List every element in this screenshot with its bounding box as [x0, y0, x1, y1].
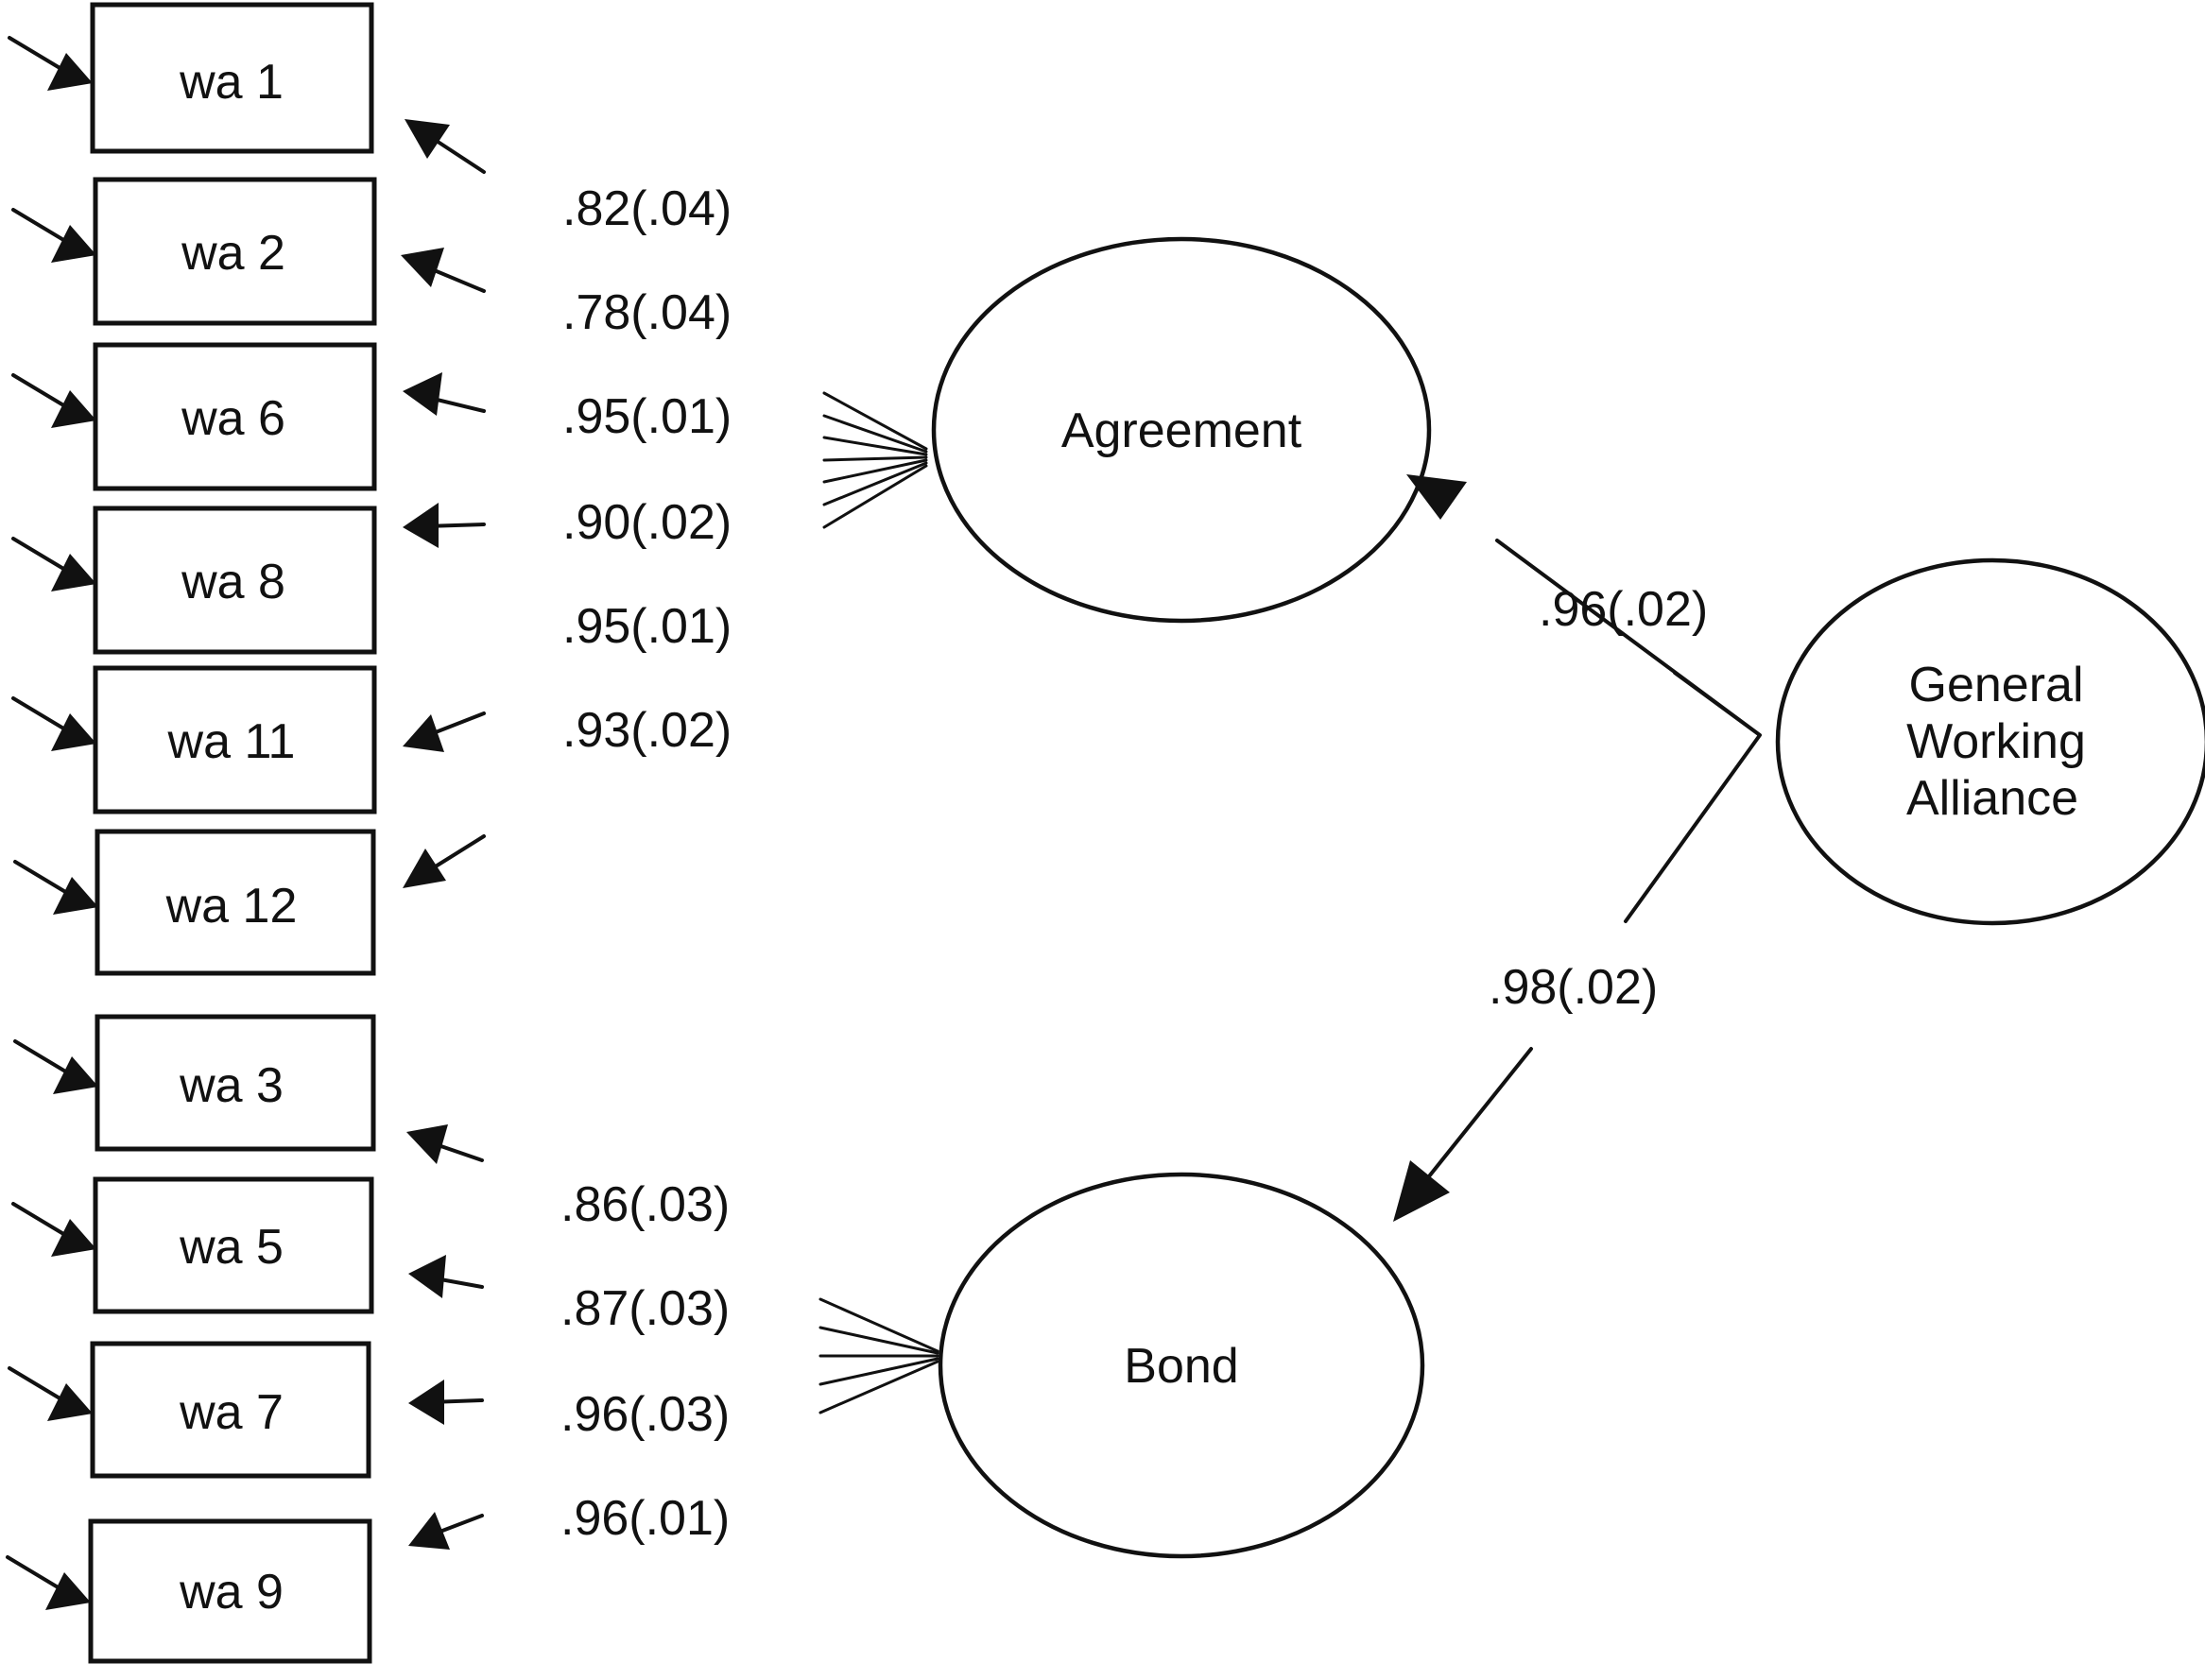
bond-loading-fan: [818, 1297, 939, 1414]
error-arrow-wa2: [11, 208, 96, 263]
factor-label-bond: Bond: [1124, 1339, 1238, 1394]
loading-arrow-wa2: [401, 248, 486, 293]
indicator-wa8: wa 8: [93, 506, 377, 655]
indicator-wa1: wa 1: [90, 2, 374, 154]
path-general-to-bond: [1393, 733, 1762, 1222]
loading-arrow-wa3: [406, 1124, 484, 1164]
loading-arrow-wa12: [403, 834, 486, 888]
path-coef-agreement: .96(.02): [1539, 582, 1708, 637]
path-coef-bond: .98(.02): [1489, 960, 1658, 1015]
error-arrow-wa7: [8, 1366, 93, 1421]
loading-coef-wa8: .90(.02): [562, 495, 732, 550]
indicator-wa3: wa 3: [95, 1014, 376, 1152]
indicator-label: wa 11: [167, 714, 296, 769]
loading-coef-wa9: .96(.01): [560, 1491, 730, 1546]
indicator-wa9: wa 9: [88, 1518, 372, 1664]
error-arrow-wa12: [13, 860, 98, 915]
factor-bond: Bond: [938, 1172, 1425, 1559]
error-arrow-wa3: [13, 1039, 98, 1094]
loading-coef-wa1: .82(.04): [562, 181, 732, 236]
loading-coef-wa11: .95(.01): [562, 599, 732, 654]
agreement-loading-fan: [822, 391, 928, 529]
error-arrow-wa11: [11, 696, 96, 751]
loading-coef-wa7: .96(.03): [560, 1387, 730, 1442]
indicator-wa12: wa 12: [95, 829, 376, 976]
indicator-label: wa 12: [165, 879, 298, 934]
error-arrow-wa5: [11, 1202, 96, 1257]
indicator-label: wa 7: [179, 1385, 284, 1440]
loading-arrow-wa8: [403, 503, 486, 548]
indicator-label: wa 9: [179, 1565, 284, 1620]
loading-arrow-wa1: [405, 119, 486, 174]
indicator-label: wa 3: [179, 1058, 284, 1113]
factor-label-general-line1: General: [1909, 658, 2084, 712]
indicator-wa6: wa 6: [93, 342, 377, 491]
factor-label-agreement: Agreement: [1061, 403, 1302, 458]
error-arrow-wa8: [11, 537, 96, 591]
loading-arrow-wa6: [403, 372, 486, 416]
factor-general-working-alliance: General Working Alliance: [1775, 557, 2205, 926]
loading-arrow-wa5: [408, 1255, 484, 1298]
indicator-label: wa 8: [181, 555, 285, 609]
factor-label-general-line2: Working: [1906, 714, 2086, 769]
factor-label-general-line3: Alliance: [1906, 771, 2078, 826]
loading-arrow-wa9: [408, 1512, 484, 1550]
indicator-label: wa 1: [179, 55, 284, 110]
error-arrow-wa9: [6, 1555, 91, 1610]
factor-agreement: Agreement: [931, 236, 1432, 624]
indicator-wa7: wa 7: [90, 1341, 371, 1479]
loading-coef-wa2: .78(.04): [562, 285, 732, 340]
indicator-label: wa 2: [181, 226, 285, 281]
indicator-label: wa 6: [181, 391, 285, 446]
loading-coef-wa6: .95(.01): [562, 389, 732, 444]
loading-arrow-wa11: [403, 711, 486, 752]
indicator-wa5: wa 5: [93, 1176, 374, 1314]
indicator-label: wa 5: [179, 1220, 284, 1275]
loading-coef-wa3: .86(.03): [560, 1177, 730, 1232]
indicator-wa2: wa 2: [93, 177, 377, 326]
error-arrow-wa6: [11, 373, 96, 428]
indicator-wa11: wa 11: [93, 665, 377, 814]
loading-coef-wa5: .87(.03): [560, 1281, 730, 1336]
error-arrow-wa1: [8, 36, 93, 91]
loading-coef-wa12: .93(.02): [562, 703, 732, 758]
loading-arrow-wa7: [408, 1380, 484, 1425]
